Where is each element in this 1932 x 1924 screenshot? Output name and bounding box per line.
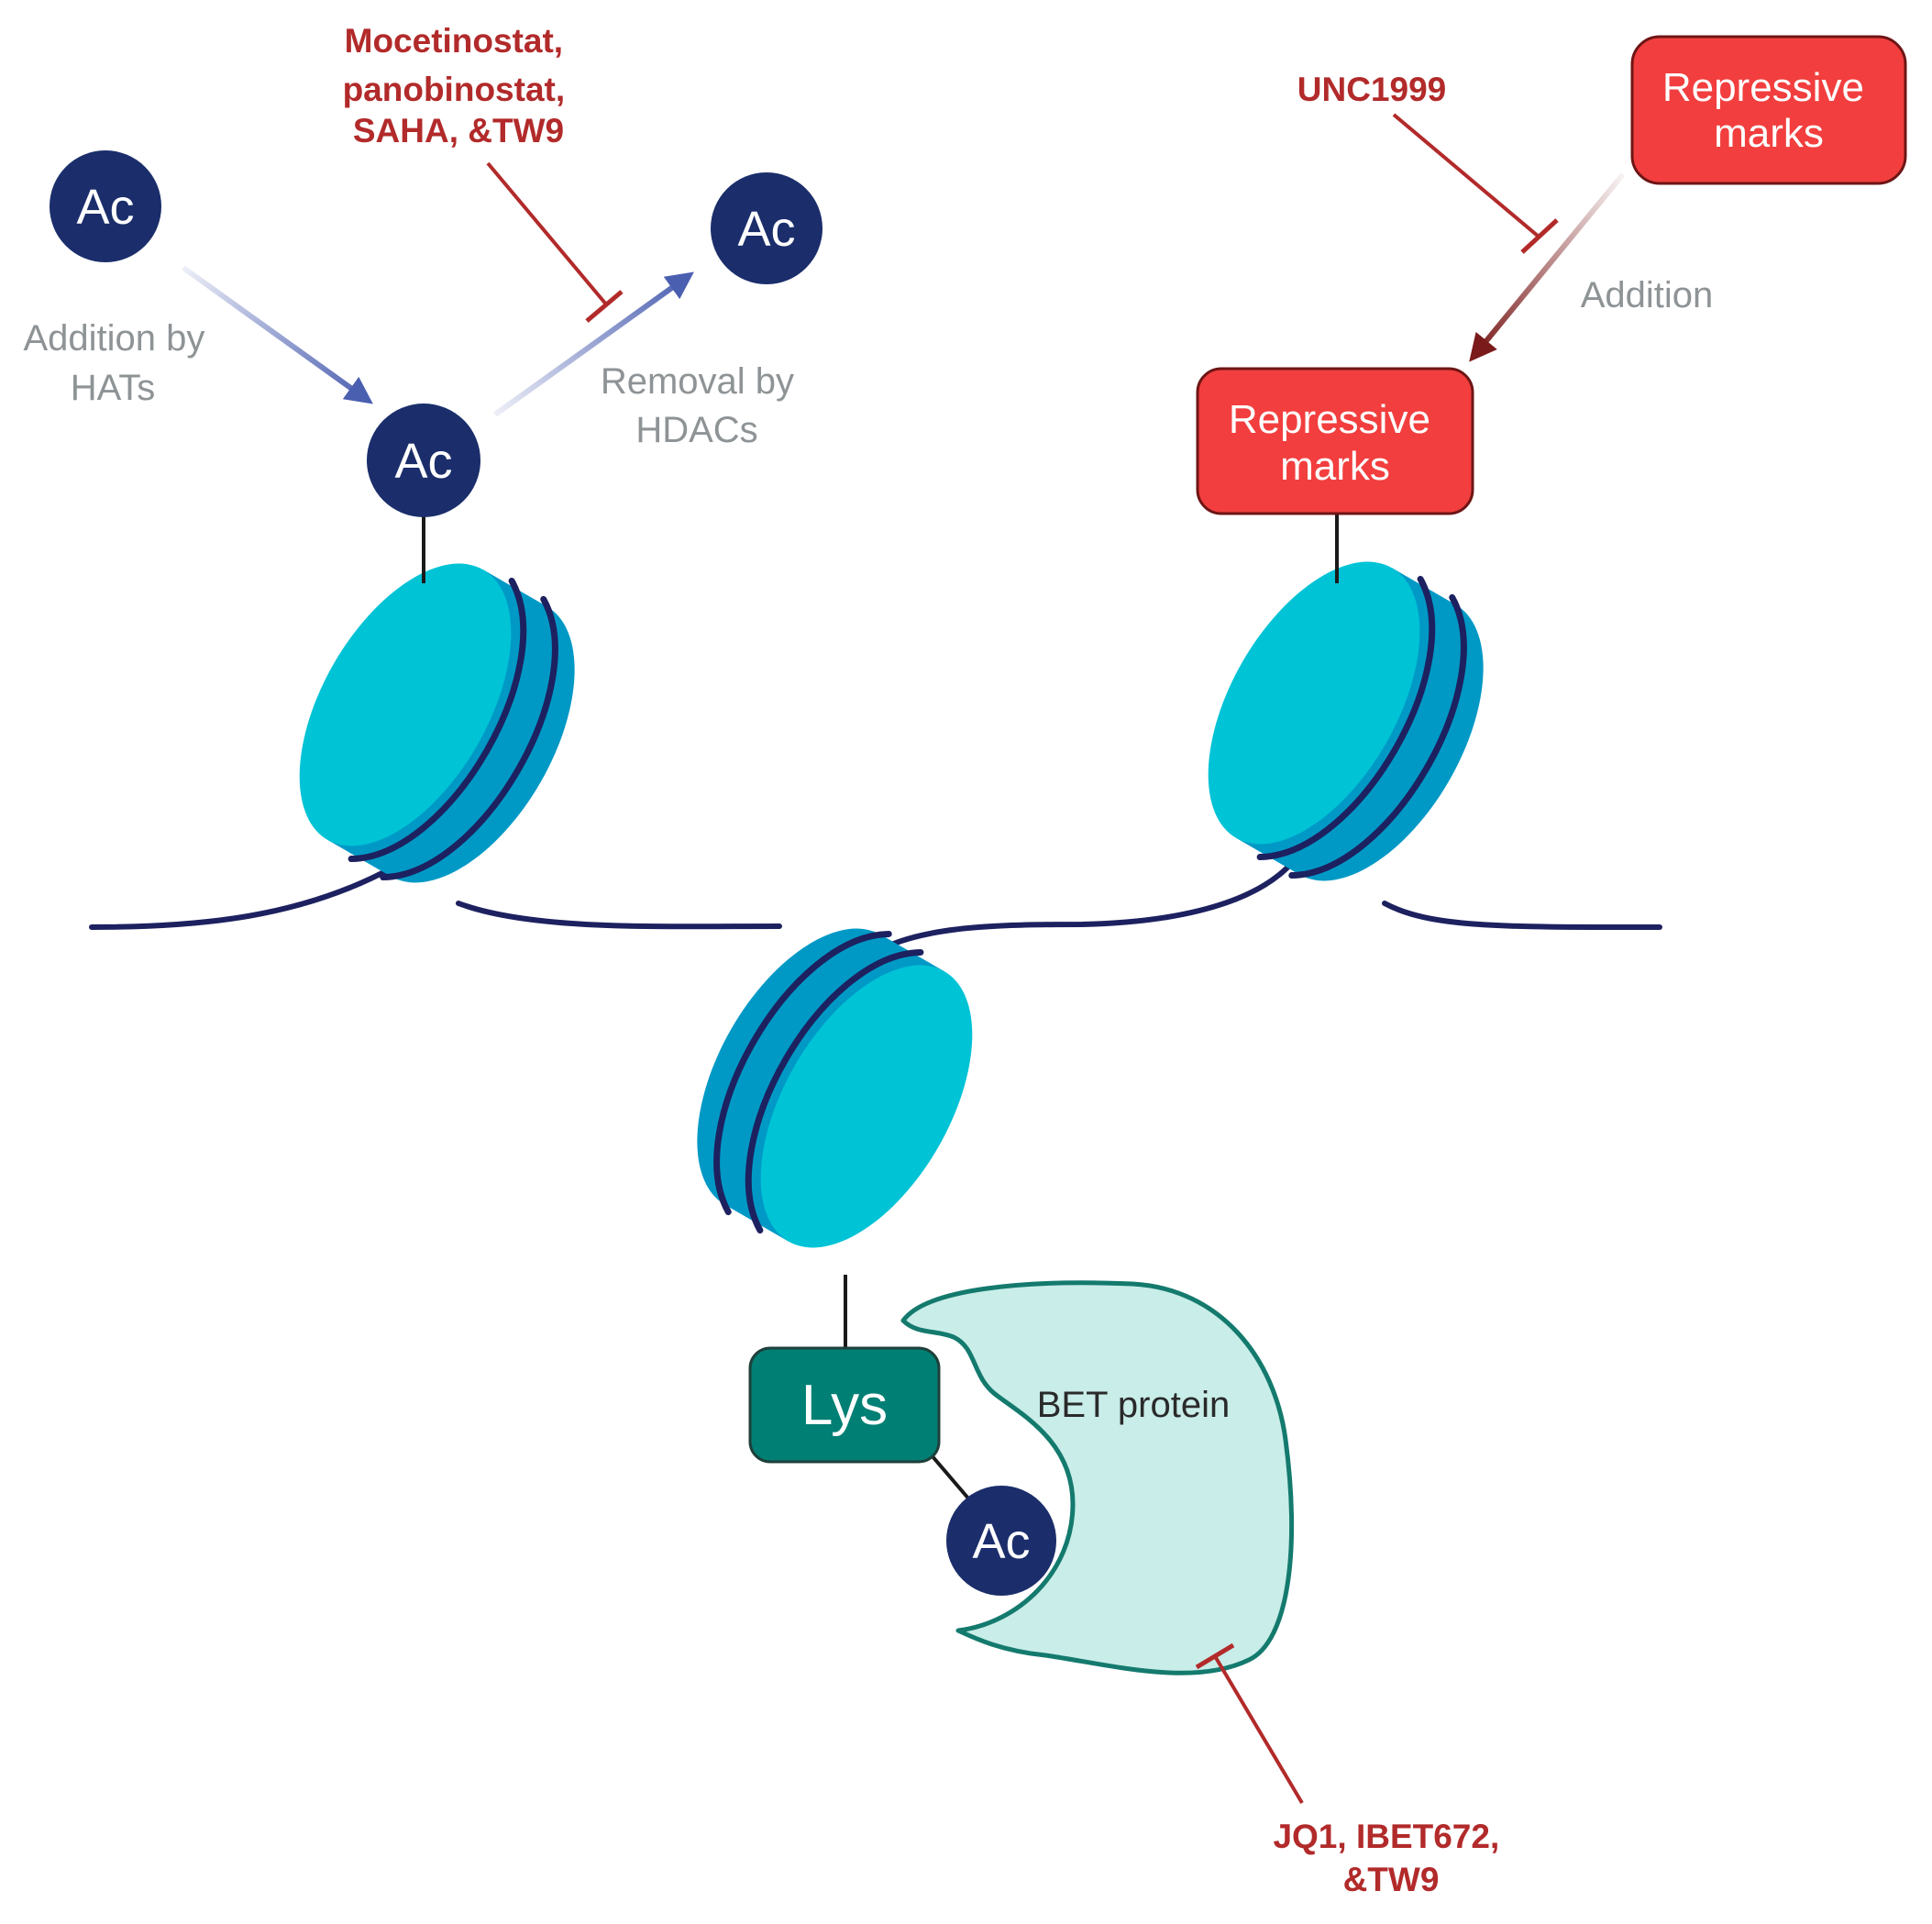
bet-inhibition-line xyxy=(1195,1642,1304,1805)
bet-protein-label: BET protein xyxy=(1037,1385,1231,1425)
svg-text:Ac: Ac xyxy=(737,202,795,257)
removal-by-hdacs-label: Removal by HDACs xyxy=(601,361,804,450)
repressive-marks-box-top: Repressive marks xyxy=(1630,35,1907,185)
acetyl-free-right: Ac xyxy=(711,172,822,284)
acetyl-free-left: Ac xyxy=(50,150,161,262)
lys-residue: Lys xyxy=(748,1346,941,1464)
unc1999-label: UNC1999 xyxy=(1297,71,1446,108)
nucleosome-right xyxy=(1208,561,1484,881)
addition-by-hats-label: Addition by HATs xyxy=(23,318,215,408)
svg-text:Lys: Lys xyxy=(801,1374,888,1437)
nucleosome-left xyxy=(299,563,575,883)
repressive-marks-box-histone: Repressive marks xyxy=(1196,367,1474,515)
hdac-inhibition-line xyxy=(486,161,624,323)
unc1999-inhibition-line xyxy=(1392,113,1559,254)
bet-inhibitor-label: JQ1, IBET672, &TW9 xyxy=(1273,1818,1508,1898)
acetyl-on-lys: Ac xyxy=(946,1486,1056,1596)
addition-label: Addition xyxy=(1581,275,1714,315)
hat-addition-arrow xyxy=(182,265,373,404)
repressive-addition-arrow xyxy=(1469,172,1626,362)
bet-protein: BET protein xyxy=(900,1280,1295,1675)
hdac-removal-arrow xyxy=(493,271,694,417)
hdac-inhibitor-label: Mocetinostat, panobinostat, SAHA, &TW9 xyxy=(343,22,575,149)
svg-text:Ac: Ac xyxy=(394,434,452,489)
dna-strand xyxy=(89,864,1662,970)
svg-text:Ac: Ac xyxy=(972,1514,1030,1569)
svg-text:Ac: Ac xyxy=(76,180,134,235)
acetyl-on-histone: Ac xyxy=(367,404,480,517)
svg-text:Repressive marks: Repressive marks xyxy=(1229,397,1441,489)
svg-text:Repressive marks: Repressive marks xyxy=(1662,65,1875,156)
nucleosome-center xyxy=(697,928,973,1248)
